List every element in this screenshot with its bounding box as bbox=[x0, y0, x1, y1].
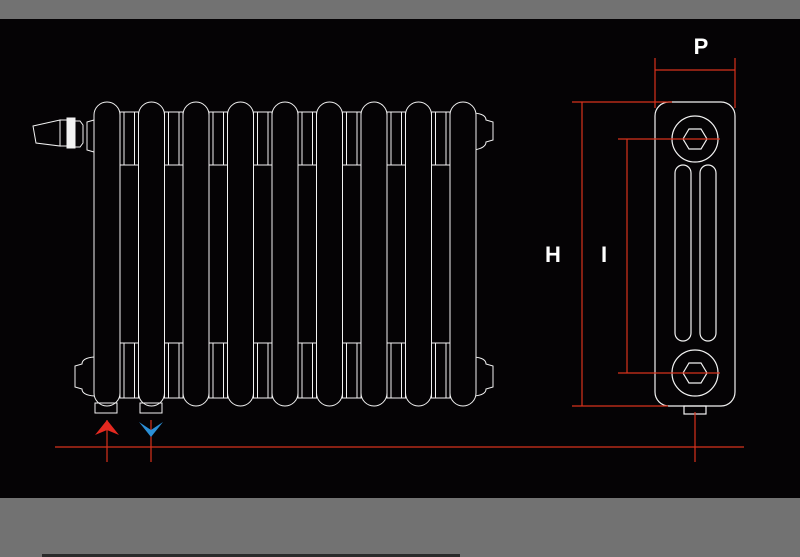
section-neck bbox=[164, 342, 184, 399]
section-neck bbox=[119, 342, 139, 399]
side-slot-left bbox=[674, 164, 692, 342]
radiator-column bbox=[138, 101, 165, 407]
radiator-side-view bbox=[654, 101, 736, 415]
radiator-column bbox=[316, 101, 343, 407]
top-frame-bar bbox=[0, 0, 800, 19]
interaxis-label: I bbox=[601, 242, 607, 267]
section-neck bbox=[297, 111, 317, 166]
section-neck bbox=[386, 342, 406, 399]
depth-label: P bbox=[694, 34, 709, 59]
bottom-frame-sliver bbox=[42, 554, 460, 557]
arrow-up-icon bbox=[95, 420, 119, 435]
radiator-column bbox=[449, 101, 477, 407]
radiator-column bbox=[405, 101, 432, 407]
section-neck bbox=[386, 111, 406, 166]
section-neck bbox=[297, 342, 317, 399]
section-neck bbox=[164, 111, 184, 166]
section-neck bbox=[431, 342, 451, 399]
side-slot-right bbox=[699, 164, 717, 342]
drawing-canvas bbox=[0, 19, 800, 498]
inlet-pipe-stub bbox=[94, 402, 118, 414]
dimension-lines bbox=[55, 58, 744, 462]
radiator-column bbox=[227, 101, 254, 407]
right-end-plug bbox=[473, 112, 494, 397]
section-neck bbox=[431, 111, 451, 166]
height-label: H bbox=[545, 242, 561, 267]
section-neck bbox=[208, 342, 228, 399]
section-neck bbox=[208, 111, 228, 166]
section-neck bbox=[342, 342, 362, 399]
side-profile-outline bbox=[654, 101, 736, 407]
radiator-columns bbox=[93, 101, 477, 407]
section-neck bbox=[342, 111, 362, 166]
section-connectors bbox=[119, 111, 451, 399]
radiator-column bbox=[271, 101, 299, 407]
section-neck bbox=[253, 342, 273, 399]
left-end-plug bbox=[74, 119, 95, 397]
arrow-down-icon bbox=[139, 422, 163, 437]
section-neck bbox=[253, 111, 273, 166]
radiator-column bbox=[360, 101, 388, 407]
bottom-frame-bar bbox=[0, 498, 800, 557]
radiator-column bbox=[93, 101, 121, 407]
outlet-pipe-stub bbox=[139, 402, 163, 414]
section-neck bbox=[119, 111, 139, 166]
thermostatic-valve bbox=[32, 117, 84, 149]
radiator-front-view bbox=[32, 101, 494, 414]
radiator-column bbox=[182, 101, 210, 407]
